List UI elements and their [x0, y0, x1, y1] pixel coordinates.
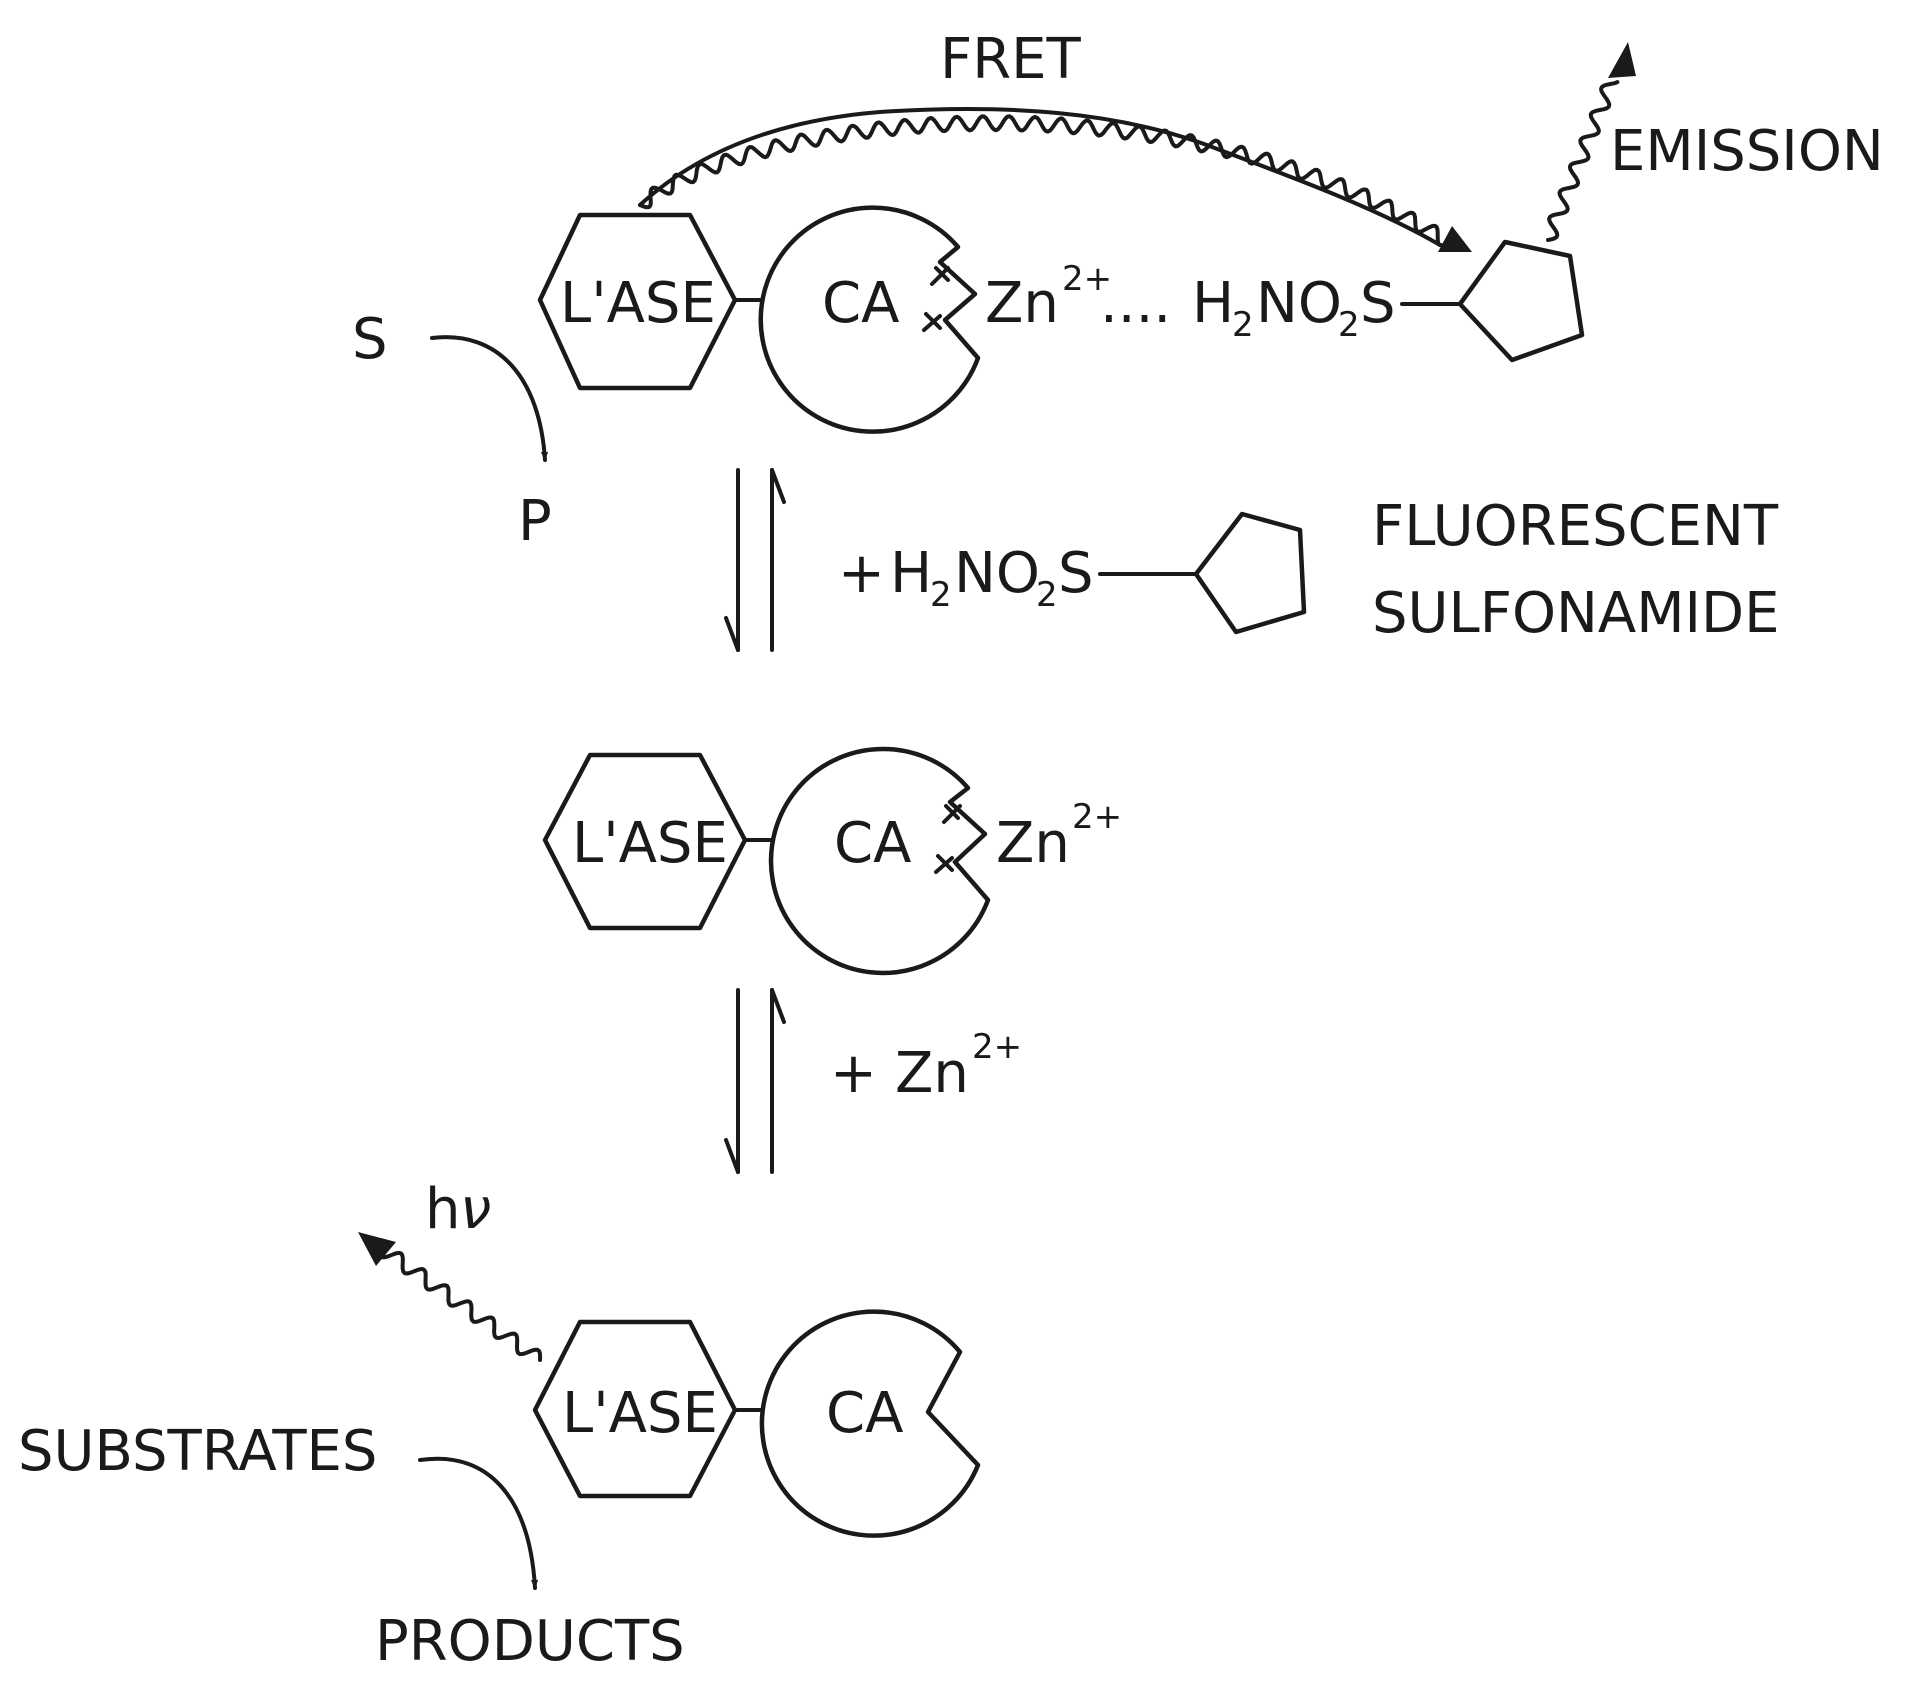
plus-sign-2: +	[830, 1041, 877, 1106]
complex-zinc-bound: L'ASE CA Zn 2+	[542, 746, 1122, 976]
eq2-reverse-barb	[770, 988, 786, 1024]
plus-sign-1: +	[838, 541, 885, 606]
emission-arrowhead	[1608, 42, 1636, 78]
emission-label: EMISSION	[1610, 119, 1884, 184]
sulfonamide-s: S	[1360, 271, 1396, 336]
ca-zn-ligands-mid	[934, 804, 962, 874]
added-fluorophore-pentagon	[1193, 511, 1307, 635]
zn-charge-mid: 2+	[1072, 797, 1122, 837]
ca-label-mid: CA	[834, 811, 911, 876]
lase-label-bottom: L'ASE	[562, 1381, 718, 1446]
added-sulfonamide-s: S	[1058, 541, 1094, 606]
added-sulfonamide-no-sub: 2	[1036, 575, 1058, 615]
ca-pacman	[758, 205, 981, 434]
equilibrium-1	[724, 468, 786, 652]
complex-bound-sulfonamide: FRET EMISSION L'ASE CA Zn 2+ .... H 2 NO…	[537, 27, 1884, 434]
added-zn-label: Zn	[895, 1041, 969, 1106]
binding-dots: ....	[1100, 271, 1171, 336]
substrate-conversion-top: S P	[352, 307, 552, 554]
lase-label-mid: L'ASE	[572, 811, 728, 876]
zn-charge: 2+	[1062, 259, 1112, 299]
fret-arrowhead	[1438, 226, 1472, 252]
ca-pacman-mid	[768, 746, 991, 976]
sulfonamide-label: SULFONAMIDE	[1372, 581, 1780, 646]
substrates-to-products-arrow	[418, 1456, 539, 1590]
sulfonamide-no: NO	[1256, 271, 1342, 336]
fret-label: FRET	[940, 27, 1082, 92]
substrate-s-label: S	[352, 307, 388, 372]
zn-label-mid: Zn	[996, 811, 1070, 876]
substrate-conversion-bottom: SUBSTRATES PRODUCTS	[18, 1419, 685, 1674]
s-to-p-arrow	[430, 335, 549, 462]
fret-wave	[638, 114, 1444, 248]
emission-wavy-arrow	[1546, 80, 1620, 242]
fluorescent-label: FLUORESCENT	[1372, 494, 1779, 559]
ca-label-bottom: CA	[826, 1381, 903, 1446]
fret-wavy-arrow	[638, 106, 1442, 247]
eq1-forward-barb	[724, 616, 740, 652]
zn-label: Zn	[985, 271, 1059, 336]
equilibrium-2	[724, 988, 786, 1174]
added-sulfonamide-no: NO	[954, 541, 1040, 606]
ca-pacman-bottom	[759, 1309, 981, 1538]
complex-apo: h ν L'ASE CA	[358, 1177, 981, 1538]
added-sulfonamide-h-sub: 2	[930, 575, 952, 615]
sulfonamide-no-sub: 2	[1338, 305, 1360, 345]
lase-label: L'ASE	[560, 271, 716, 336]
hv-wavy-arrow	[378, 1250, 543, 1362]
ca-zn-ligands	[922, 266, 950, 332]
eq1-reverse-barb	[770, 468, 786, 504]
added-zn-charge: 2+	[972, 1027, 1022, 1067]
sulfonamide-h-sub: 2	[1232, 305, 1254, 345]
substrates-label: SUBSTRATES	[18, 1419, 377, 1484]
added-zinc: + Zn 2+	[830, 1027, 1022, 1106]
added-sulfonamide-h: H	[890, 541, 932, 606]
hv-h-label: h	[425, 1177, 461, 1242]
fluorophore-pentagon	[1457, 239, 1585, 363]
hv-arrowhead	[358, 1232, 396, 1266]
products-label: PRODUCTS	[375, 1609, 685, 1674]
sulfonamide-h: H	[1192, 271, 1234, 336]
ca-label: CA	[822, 271, 899, 336]
eq2-forward-barb	[724, 1138, 740, 1174]
hv-nu-label: ν	[460, 1177, 491, 1242]
product-p-label: P	[518, 489, 552, 554]
added-fluorescent-sulfonamide: + H 2 NO 2 S FLUORESCENT SULFONAMIDE	[838, 494, 1780, 646]
